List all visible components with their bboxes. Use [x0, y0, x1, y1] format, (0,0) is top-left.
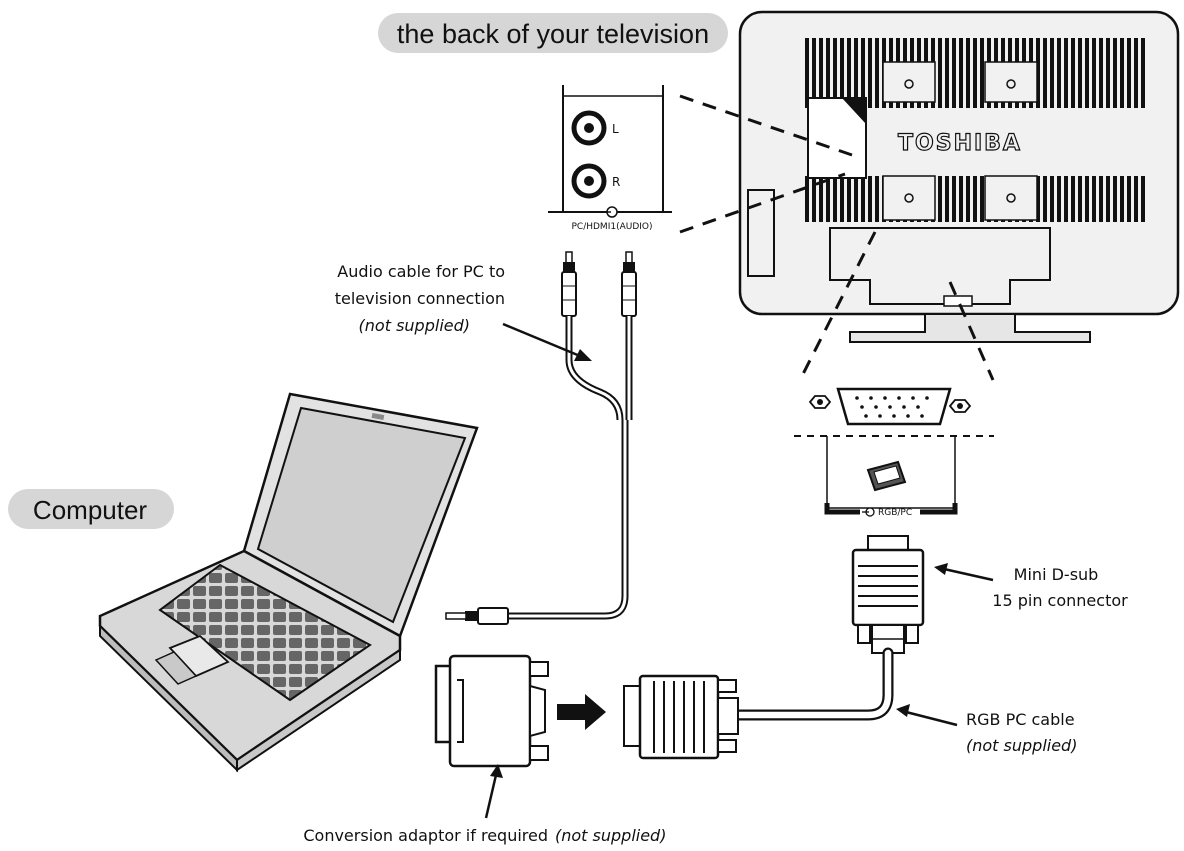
tv-mount-1 — [882, 61, 936, 103]
audio-cable-label: Audio cable for PC to television connect… — [335, 262, 505, 335]
rca-plug-right — [621, 251, 637, 317]
rgb-leaders — [798, 231, 995, 381]
input-arrow-icon-rgb — [862, 507, 875, 517]
audio-port-label: PC/HDMI1(AUDIO) — [571, 222, 652, 232]
audio-label-line2: television connection — [335, 289, 505, 308]
tv-mount-2 — [984, 61, 1038, 103]
rgb-label-line1: RGB PC cable — [966, 710, 1075, 729]
tv-mount-4 — [984, 175, 1038, 221]
pointer-arrows — [484, 322, 994, 819]
computer-pill: Computer — [8, 489, 174, 529]
television-back: TOSHIBA — [738, 10, 1180, 343]
tv-vent-lower — [805, 176, 1145, 222]
adaptor-pointer-arrow-icon — [484, 764, 503, 819]
input-arrow-icon — [603, 206, 618, 218]
adaptor-label-text: Conversion adaptor if required — [303, 826, 548, 845]
adaptor-label-note: (not supplied) — [555, 826, 666, 845]
vga-pins — [855, 396, 929, 418]
vga-plug — [623, 674, 739, 760]
rgb-cable-label: RGB PC cable (not supplied) — [966, 710, 1077, 755]
small-vga-port-icon — [866, 460, 907, 492]
audio-jack-right — [571, 163, 607, 199]
hex-screw-right-icon — [948, 399, 972, 413]
audio-panel-leaders — [679, 94, 853, 234]
rgb-label-note: (not supplied) — [966, 736, 1077, 755]
tv-side-handle — [747, 189, 775, 277]
adaptor-label: Conversion adaptor if required (not supp… — [303, 826, 666, 845]
mini-dsub-connector — [851, 535, 925, 654]
audio-jack-left — [571, 110, 607, 146]
audio-jack-right-label: R — [612, 175, 620, 189]
rgb-connector-closeup: RGB/PC — [794, 387, 994, 518]
computer-pill-text: Computer — [33, 495, 147, 525]
audio-label-note: (not supplied) — [359, 316, 470, 335]
dsub-label-line1: Mini D-sub — [1014, 565, 1099, 584]
audio-jack-left-label: L — [612, 122, 619, 136]
audio-pointer-arrow-icon — [502, 322, 592, 361]
title-pill: the back of your television — [378, 13, 728, 53]
tv-mount-3 — [882, 175, 936, 221]
rgb-port-label: RGB/PC — [878, 508, 912, 518]
conversion-adaptor — [434, 654, 549, 768]
tv-connector-recess — [829, 227, 1051, 305]
connect-arrow-icon — [557, 694, 606, 730]
laptop — [98, 392, 479, 773]
rca-plug-left — [561, 251, 577, 317]
dsub-label: Mini D-sub 15 pin connector — [992, 565, 1128, 610]
vga-port — [836, 387, 952, 426]
rgb-pointer-arrow-icon — [896, 704, 958, 727]
tv-vent-upper — [805, 38, 1145, 108]
audio-panel-closeup: L R PC/HDMI1(AUDIO) — [548, 85, 672, 232]
mini-jack-plug — [445, 607, 509, 625]
dsub-pointer-arrow-icon — [934, 563, 994, 582]
audio-cable — [445, 251, 637, 625]
hex-screw-left-icon — [808, 395, 832, 409]
brand-logo: TOSHIBA — [898, 131, 1022, 156]
audio-label-line1: Audio cable for PC to — [337, 262, 505, 281]
rgb-pc-cable — [732, 647, 894, 721]
dsub-label-line2: 15 pin connector — [992, 591, 1128, 610]
title-pill-text: the back of your television — [397, 19, 709, 49]
